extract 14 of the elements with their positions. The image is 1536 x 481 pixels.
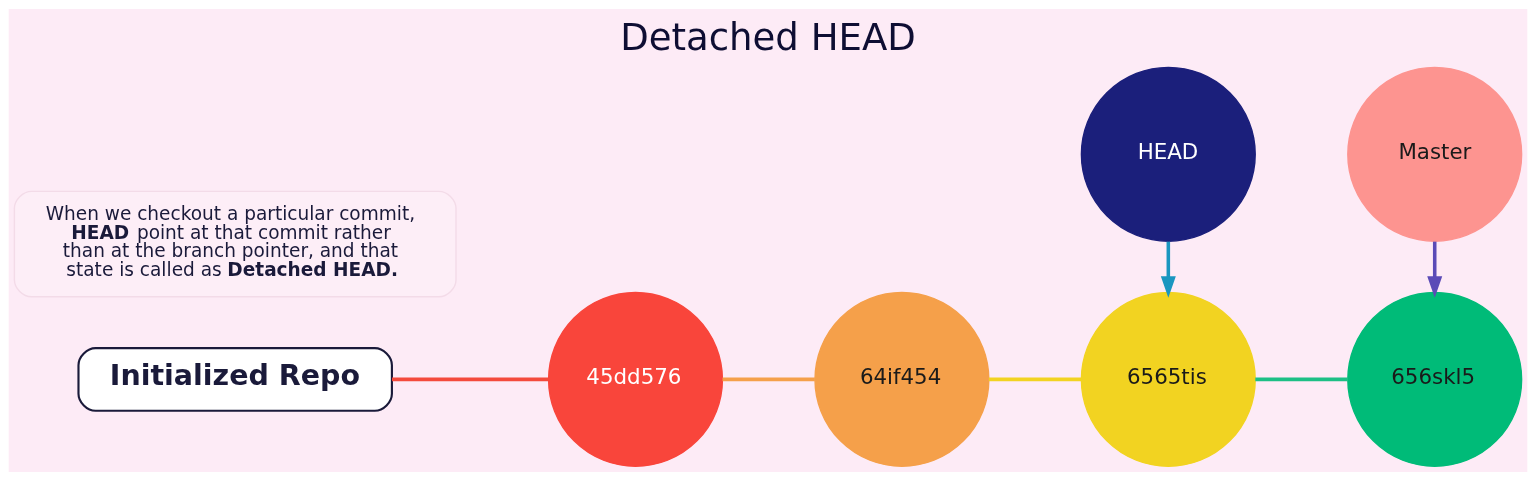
node-circle: HEAD	[1080, 66, 1256, 242]
diagram-title: Detached HEAD	[620, 16, 916, 60]
node-circle: 64if454	[814, 291, 990, 467]
node-circle: 45dd576	[547, 291, 724, 467]
node-box: Initialized Repo	[77, 347, 393, 412]
connector	[1255, 377, 1348, 382]
connector	[392, 377, 549, 382]
node-circle: 6565tis	[1080, 291, 1256, 467]
arrow	[1427, 241, 1443, 298]
connector	[988, 377, 1082, 382]
connector	[722, 377, 815, 382]
arrow	[1160, 241, 1176, 298]
node-circle: Master	[1347, 66, 1523, 242]
node-circle: 656skl5	[1347, 291, 1523, 467]
